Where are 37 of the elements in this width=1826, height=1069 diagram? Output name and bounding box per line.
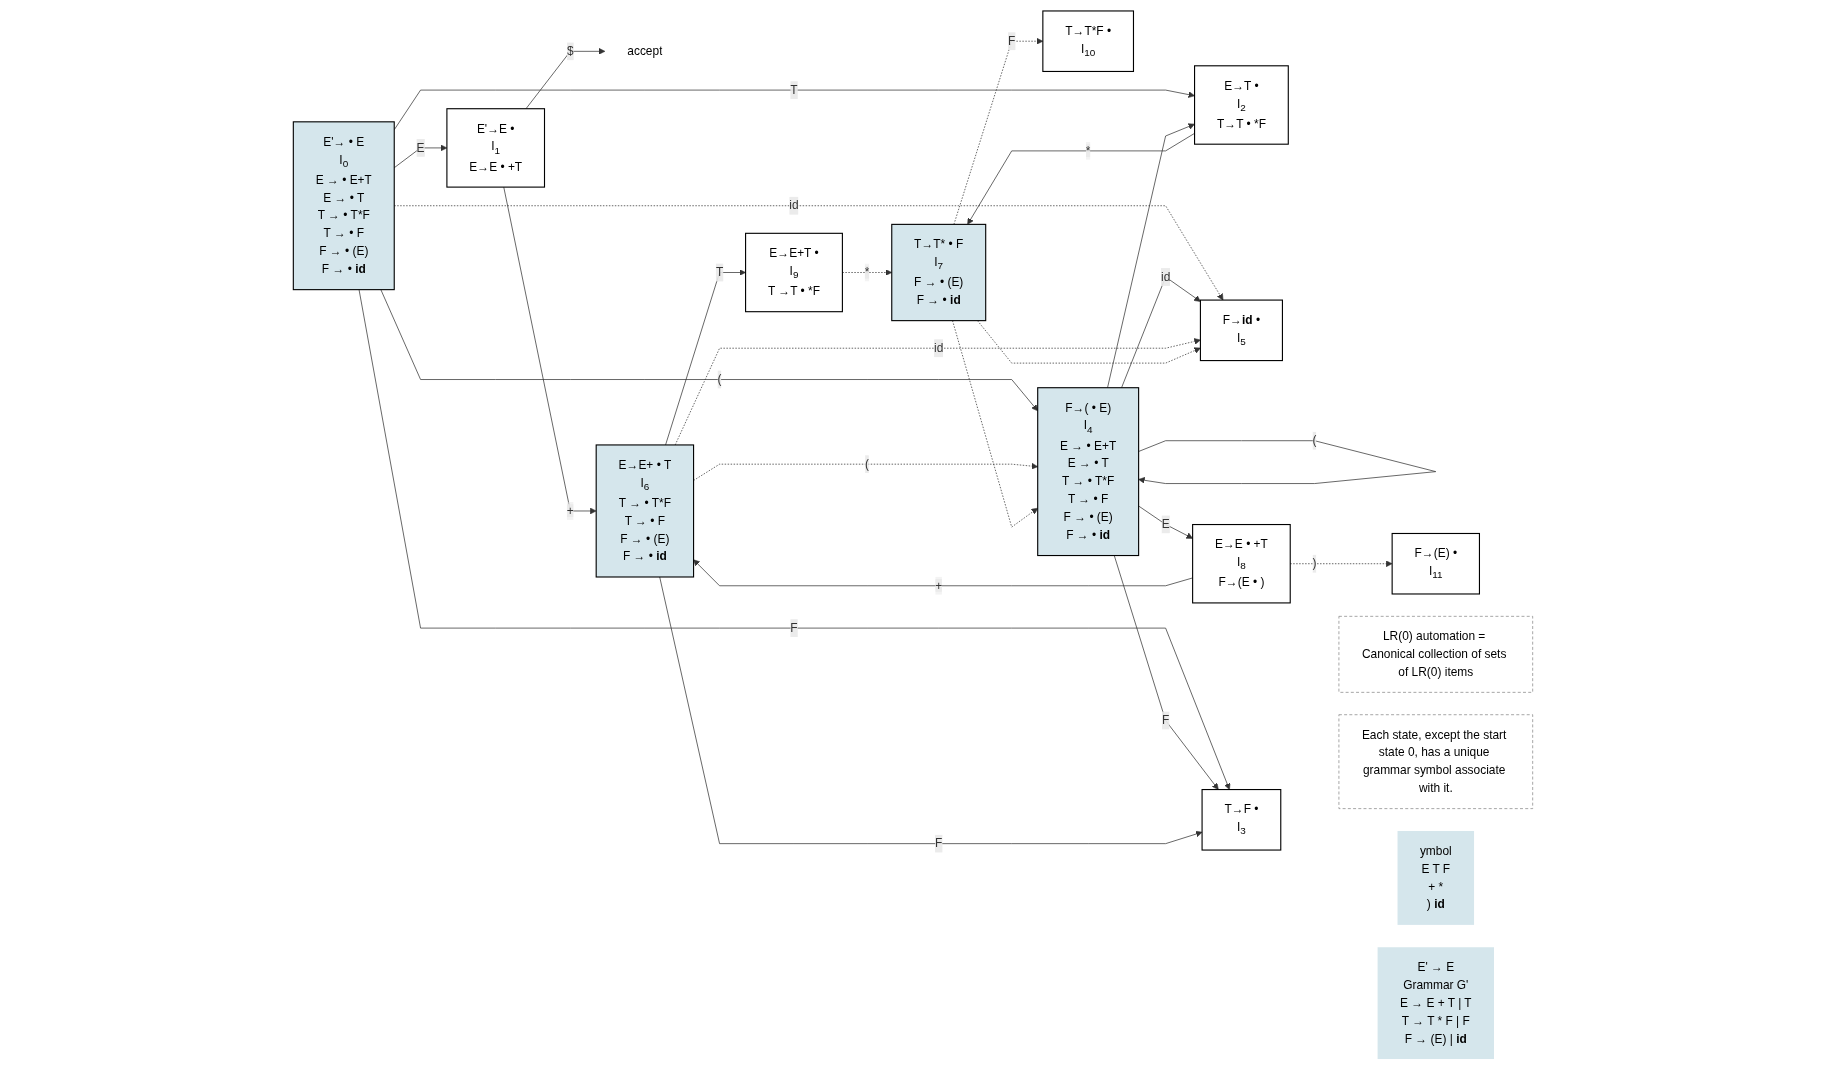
edge-label: id bbox=[934, 341, 944, 354]
node-box: LR(0) automation = Canonical collection of sets of LR(0) items bbox=[1338, 615, 1534, 693]
edge-label: E bbox=[416, 140, 425, 154]
node-box: ymbol E T F + * ) id bbox=[1397, 830, 1475, 925]
edge-label: $ bbox=[567, 44, 574, 57]
node-box: T→T*F • I$_{10}$ bbox=[1042, 9, 1135, 72]
node-box: E→T • I$_{2}$ T→T • *F bbox=[1194, 64, 1289, 145]
edge-label: T bbox=[790, 82, 798, 96]
edge-label: id bbox=[789, 198, 799, 212]
edge-label: ( bbox=[717, 372, 722, 385]
node-box: T→F • I$_{3}$ bbox=[1201, 788, 1282, 851]
node-box: E'→E • I$_{1}$ E→E • +T bbox=[446, 107, 546, 188]
edge-label: F bbox=[790, 620, 798, 634]
node-box: E→E+T • I$_{9}$ T →T • *F bbox=[745, 232, 843, 312]
node-box: F→(E) • I$_{11}$ bbox=[1391, 532, 1480, 595]
edge-label: ( bbox=[865, 456, 870, 470]
node-box: E'→ • E I$_{0}$ E → • E+T E → • T T → • T*F T → • F F → • (E) F → • id bbox=[292, 120, 395, 290]
edge-label: F bbox=[1008, 34, 1016, 47]
edge-label: ( bbox=[1312, 433, 1317, 447]
edge-label: F bbox=[935, 836, 943, 850]
node-text: accept bbox=[627, 44, 663, 57]
edge-label: + bbox=[566, 503, 574, 517]
edge-label: T bbox=[715, 265, 724, 278]
edge-label: * bbox=[864, 265, 870, 278]
node-box: E→E+ • T I$_{6}$ T → • T*F T → • F F → • (E) F → • id bbox=[595, 443, 695, 578]
edge-label: id bbox=[1160, 269, 1171, 283]
node-box: F→( • E) I$_{4}$ E → • E+T E → • T T → • T*F T → • F F → • (E) F → • id bbox=[1037, 386, 1140, 556]
edge-label: + bbox=[935, 578, 943, 592]
node-box: E→E • +T I$_{8}$ F→(E • ) bbox=[1192, 523, 1291, 603]
node-box: Each state, except the start state 0, has a unique grammar symbol associate with it. bbox=[1338, 713, 1534, 809]
node-box: F→id • I$_{5}$ bbox=[1199, 299, 1283, 361]
edge-label: * bbox=[1085, 143, 1091, 157]
edge-label: E bbox=[1161, 517, 1170, 530]
edge-label: F bbox=[1161, 713, 1170, 726]
edge-label: ) bbox=[1312, 556, 1317, 570]
node-box: T→T* • F I$_{7}$ F → • (E) F → • id bbox=[891, 223, 987, 321]
node-box: E' → E Grammar G' E → E + T | T T → T * F | F F → (E) | id bbox=[1377, 946, 1494, 1059]
